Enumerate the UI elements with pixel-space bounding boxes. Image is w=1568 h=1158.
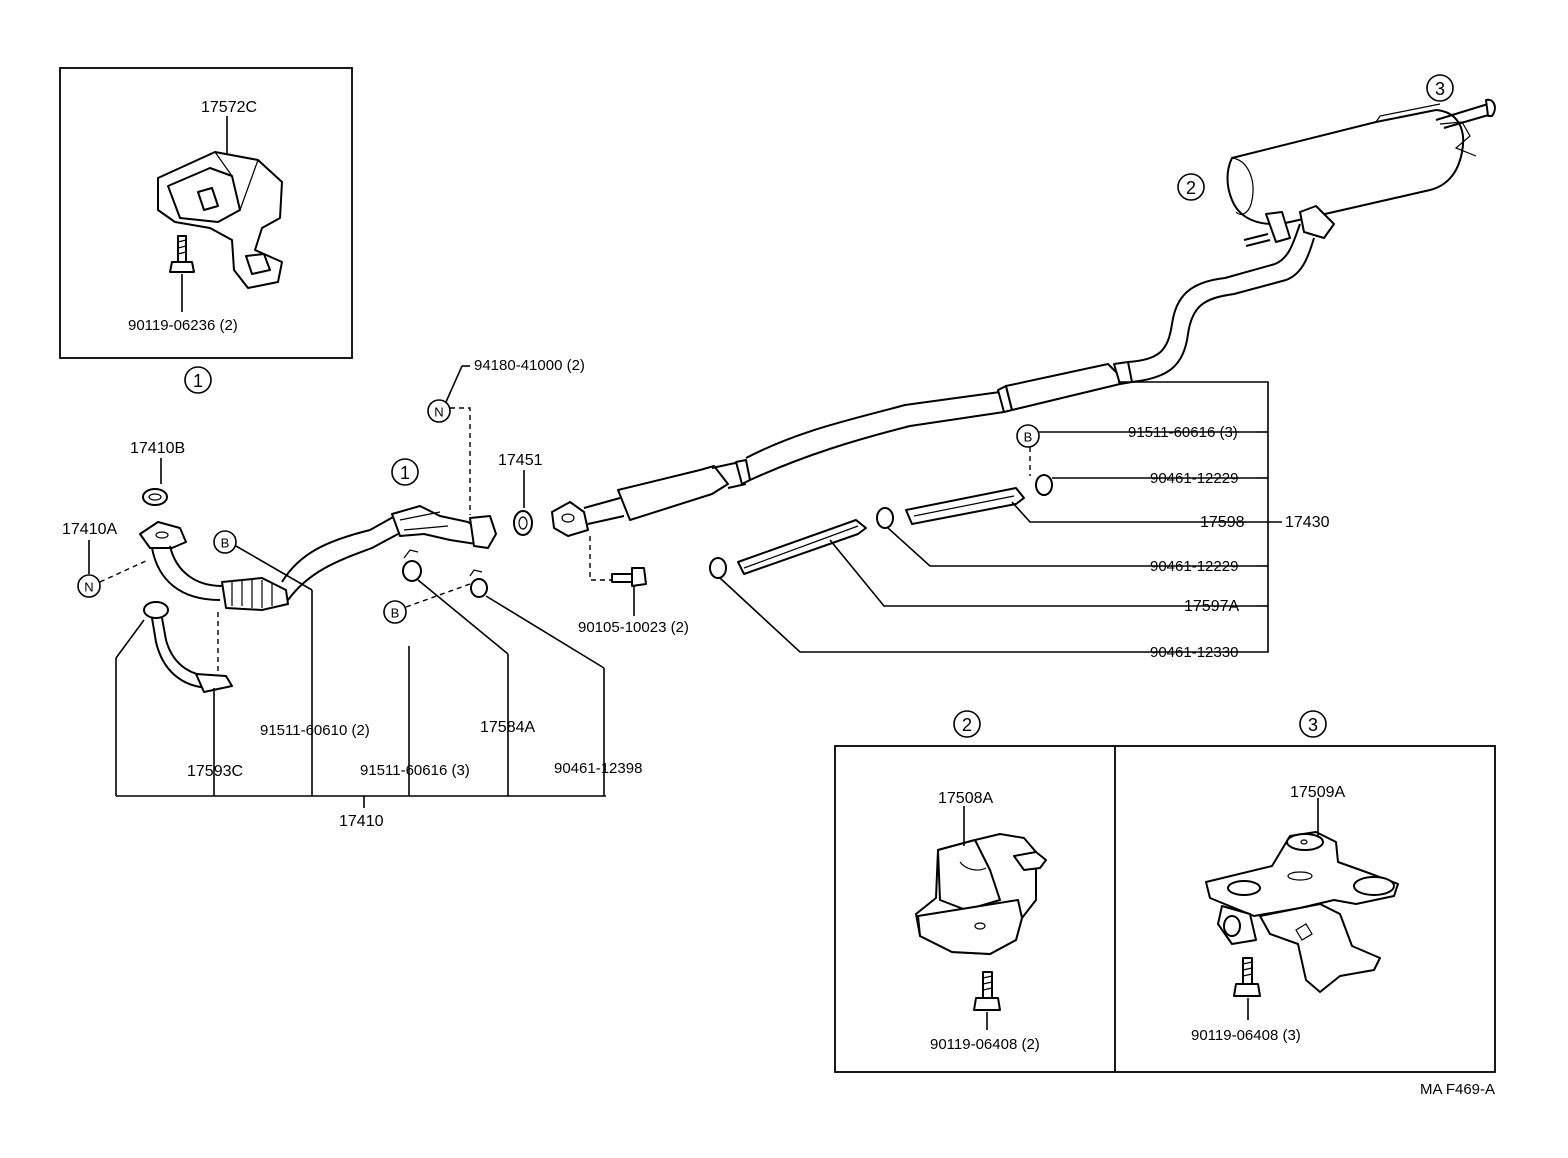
svg-text:1: 1 [193, 371, 203, 391]
label-17410B: 17410B [130, 440, 185, 457]
muffler-tail [1226, 98, 1496, 247]
bolt-marker-b-front: B [213, 530, 237, 554]
bolt-90119-06408-2 [973, 971, 1001, 1011]
gasket-17410B [142, 488, 168, 506]
label-17410: 17410 [339, 813, 384, 830]
hanger-17593C [143, 601, 233, 693]
svg-text:1: 1 [400, 463, 410, 483]
heat-shield-17597A [737, 519, 867, 575]
svg-text:3: 3 [1435, 79, 1445, 99]
label-91511-60616-bottom: 91511-60616 (3) [360, 762, 470, 779]
label-91511-60616-top: 91511-60616 (3) [1128, 424, 1238, 441]
label-90461-12398: 90461-12398 [554, 760, 642, 777]
label-90119-06408-3: 90119-06408 (3) [1191, 1027, 1301, 1044]
callout-marker-3-inset: 3 [1299, 710, 1327, 738]
callout-marker-2-inset: 2 [953, 710, 981, 738]
label-90119-06236: 90119-06236 (2) [128, 317, 238, 334]
label-17451: 17451 [498, 452, 543, 469]
bolt-marker-b-center: B [383, 600, 407, 624]
hanger-bracket-17509A [1205, 831, 1399, 993]
label-90105-10023: 90105-10023 (2) [578, 619, 689, 636]
clamp-17584A [402, 549, 422, 582]
label-17509A: 17509A [1290, 784, 1345, 801]
hanger-bracket-17508A [915, 833, 1047, 955]
front-pipe-17410 [139, 505, 497, 611]
label-17410A: 17410A [62, 521, 117, 538]
callout-marker-1-pipe: 1 [391, 458, 419, 486]
svg-text:B: B [221, 536, 230, 551]
bolt-90119-06236 [169, 235, 195, 273]
gasket-17451 [513, 510, 533, 536]
heat-shield-17598 [905, 487, 1025, 525]
label-90119-06408-2: 90119-06408 (2) [930, 1036, 1040, 1053]
label-17593C: 17593C [187, 763, 243, 780]
spring-90461-12398 [469, 569, 488, 598]
spring-90461-12229-lower [876, 507, 894, 529]
spring-90461-12229-upper [1035, 474, 1053, 496]
label-17597A: 17597A [1184, 598, 1239, 615]
nut-marker-left: N [77, 574, 101, 598]
label-94180-41000: 94180-41000 (2) [474, 357, 585, 374]
nut-marker-top: N [427, 399, 451, 423]
label-17572C: 17572C [201, 99, 257, 116]
svg-text:2: 2 [1186, 178, 1196, 198]
label-90461-12229-a: 90461-12229 [1150, 470, 1238, 487]
spring-90461-12330 [709, 557, 727, 579]
svg-text:N: N [434, 405, 443, 420]
svg-text:B: B [1024, 430, 1033, 445]
bolt-90119-06408-3 [1233, 957, 1261, 997]
diagram-code: MA F469-A [1420, 1081, 1495, 1098]
callout-marker-1-inset: 1 [184, 366, 212, 394]
inset-box-2-3 [834, 745, 1496, 1073]
callout-marker-3-muffler: 3 [1426, 74, 1454, 102]
svg-text:3: 3 [1308, 715, 1318, 735]
bolt-90105-10023 [611, 567, 647, 587]
hanger-bracket-17572C [157, 151, 283, 289]
label-91511-60610: 91511-60610 (2) [260, 722, 370, 739]
label-17598: 17598 [1200, 514, 1245, 531]
label-17508A: 17508A [938, 790, 993, 807]
inset-box-1 [59, 67, 353, 359]
svg-text:B: B [391, 606, 400, 621]
bolt-marker-b-right: B [1016, 424, 1040, 448]
svg-text:2: 2 [962, 715, 972, 735]
label-90461-12229-b: 90461-12229 [1150, 558, 1238, 575]
label-17584A: 17584A [480, 719, 535, 736]
label-17430: 17430 [1285, 514, 1330, 531]
callout-marker-2-muffler: 2 [1177, 173, 1205, 201]
center-pipe-17430 [551, 223, 1315, 537]
label-90461-12330: 90461-12330 [1150, 644, 1238, 661]
svg-text:N: N [84, 580, 93, 595]
